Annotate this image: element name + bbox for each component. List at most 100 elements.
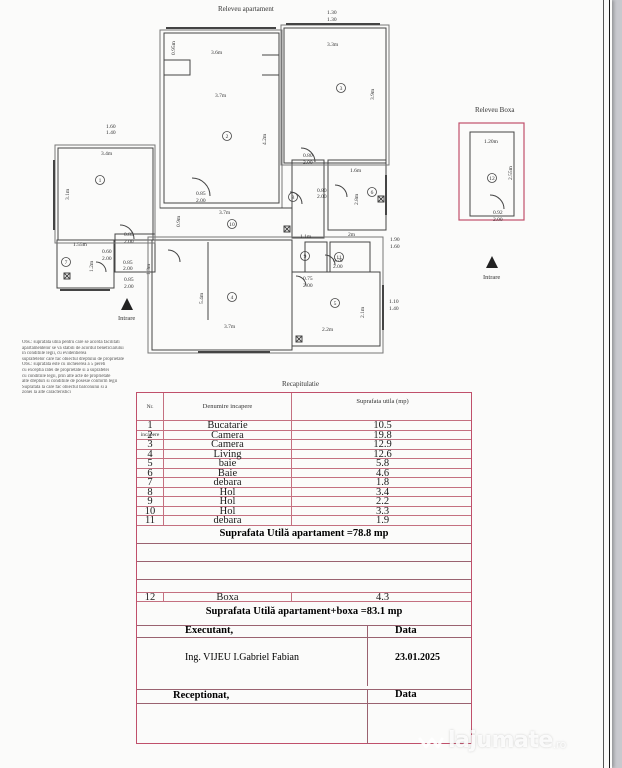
executant-label: Executant, (185, 625, 234, 636)
table-row: 3 Camera 12.9 (137, 440, 471, 450)
cell-nr: 12 (137, 592, 164, 603)
data-label-2: Data (395, 689, 417, 700)
watermark-logo-icon (418, 737, 444, 748)
dim-r3-top: 3.3m (327, 42, 339, 48)
watermark-tld: .ro (552, 738, 567, 751)
cell-nr: 6 (137, 468, 164, 478)
cell-name: Baie (164, 468, 292, 478)
table-row: 7 debara 1.8 (137, 478, 471, 488)
cell-nr: 7 (137, 478, 164, 487)
room-number-5: 5 (334, 301, 337, 307)
cell-area: 1.9 (375, 515, 390, 526)
dim-r6-top: 1.6m (350, 168, 362, 174)
dim-top-left-a: 1.60 (106, 124, 116, 130)
cell-nr: 9 (137, 497, 164, 506)
cell-area: 4.6 (375, 467, 390, 479)
receptionat-label: Receptionat, (173, 690, 230, 701)
dim-d1b: 2.00 (196, 198, 206, 204)
dim-r4-small: 1.3m (146, 263, 152, 275)
executant-name: Ing. VIJEU I.Gabriel Fabian (185, 652, 299, 663)
dim-win2-b: 1.40 (389, 306, 399, 312)
cell-area: 3.3 (375, 505, 390, 517)
dim-d7b: 2.00 (303, 283, 313, 289)
dim-r2-mid: 3.7m (215, 93, 227, 99)
cell-area: 1.8 (375, 477, 390, 488)
note-line: zonei la alte caracteristici (22, 390, 71, 396)
cell-name: Bucatarie (164, 421, 292, 430)
plan-title: Releveu apartament (218, 5, 274, 13)
dim-d8b: 2.00 (333, 264, 343, 270)
table-row: 1 Bucatarie 10.5 (137, 421, 471, 431)
room-number-2: 2 (226, 134, 229, 140)
room-number-9: 9 (304, 254, 307, 260)
dim-hall-small: 0.9m (176, 215, 182, 227)
total-apartment-row: Suprafata Utilă apartament =78.8 mp (137, 526, 471, 544)
cell-nr: 5 (137, 459, 164, 468)
entrance-label: Intrare (118, 315, 135, 322)
dim-hol-small: 1.1m (300, 234, 312, 240)
cell-name: baie (164, 459, 292, 468)
executant-body-row: Ing. VIJEU I.Gabriel Fabian 23.01.2025 (137, 638, 471, 690)
dim-d6b: 2.00 (124, 284, 134, 290)
cell-name: debara (164, 516, 292, 525)
table-row: 6 Baie 4.6 (137, 467, 471, 479)
note-line: Obs.: suprafata utila pentru care se aco… (22, 340, 120, 345)
dim-r5-bottom: 2.2m (322, 327, 334, 333)
table-row: 2 Camera 19.8 (137, 429, 471, 441)
cell-area: 19.8 (373, 429, 392, 441)
note-line: suprafetelor care fac obiectul dreptului… (22, 356, 125, 362)
dim-d9a: 0.85 (123, 260, 133, 266)
dim-r1-side: 3.1m (65, 188, 71, 200)
dim-win-a: 1.90 (390, 237, 400, 243)
total-with-box-row: Suprafata Utilă apartament+boxa =83.1 mp (137, 602, 471, 626)
dim-box-door-b: 2.00 (493, 217, 503, 223)
box-entrance-icon (486, 256, 498, 268)
table-row: 11 debara 1.9 (137, 516, 471, 526)
dim-d2b: 2.00 (303, 160, 313, 166)
dim-r6-side: 2.8m (354, 193, 360, 205)
cell-nr: 10 (137, 506, 164, 516)
note-line: Obs.: suprafata este cu incheierea a 5 p… (22, 362, 106, 368)
dim-r5-top: 2m (348, 232, 356, 238)
total-with-box: Suprafata Utilă apartament+boxa =83.1 mp (205, 606, 403, 617)
dim-d2a: 0.80 (303, 153, 313, 159)
executant-header-row: Executant, Data (137, 625, 471, 686)
right-frame-line-inner (603, 0, 604, 768)
data-label: Data (395, 625, 417, 636)
dim-d5b: 2.00 (102, 256, 112, 262)
note-line: in conditiile legii, cu evidentierea (22, 351, 87, 357)
room-number-7: 7 (65, 260, 68, 266)
cell-area: 10.5 (373, 420, 392, 431)
dim-r2-top: 3.6m (211, 50, 223, 56)
dim-r4-bottom: 3.7m (224, 324, 236, 330)
box-outline (458, 122, 525, 221)
dim-d4b: 2.00 (317, 194, 327, 200)
table-row: 8 Hol 3.4 (137, 486, 471, 498)
recap-table: Nr. incapere Denumire incapere Suprafata… (136, 392, 472, 744)
header-nr: Nr. incapere (137, 393, 164, 438)
room-number-6: 6 (371, 190, 374, 196)
cell-nr: 1 (137, 421, 164, 430)
empty-row (137, 562, 471, 580)
cell-nr: 3 (137, 440, 164, 449)
dim-r7-side: 1.2m (89, 260, 95, 272)
entrance-icon (121, 298, 133, 310)
empty-row (137, 544, 471, 562)
table-row: 9 Hol 2.2 (137, 497, 471, 507)
room-number-1: 1 (99, 178, 102, 184)
dim-win2-a: 1.10 (389, 299, 399, 305)
table-header-row: Nr. incapere Denumire incapere Suprafata… (137, 393, 471, 438)
cell-name: Camera (164, 430, 292, 440)
dim-top-right-a: 1.30 (327, 10, 337, 16)
cell-area: 3.4 (375, 486, 390, 498)
dim-r2-small: 0.95m (171, 40, 177, 55)
cell-name: Boxa (164, 592, 292, 603)
box-row: 12 Boxa 4.3 (137, 592, 471, 603)
receptionat-header-row: Receptionat, Data (137, 689, 471, 744)
dim-d6a: 0.85 (124, 277, 134, 283)
cell-area: 12.6 (373, 448, 392, 460)
header-name: Denumire incapere (164, 393, 292, 420)
dim-d5a: 0.60 (102, 249, 112, 255)
column-divider (367, 690, 368, 744)
